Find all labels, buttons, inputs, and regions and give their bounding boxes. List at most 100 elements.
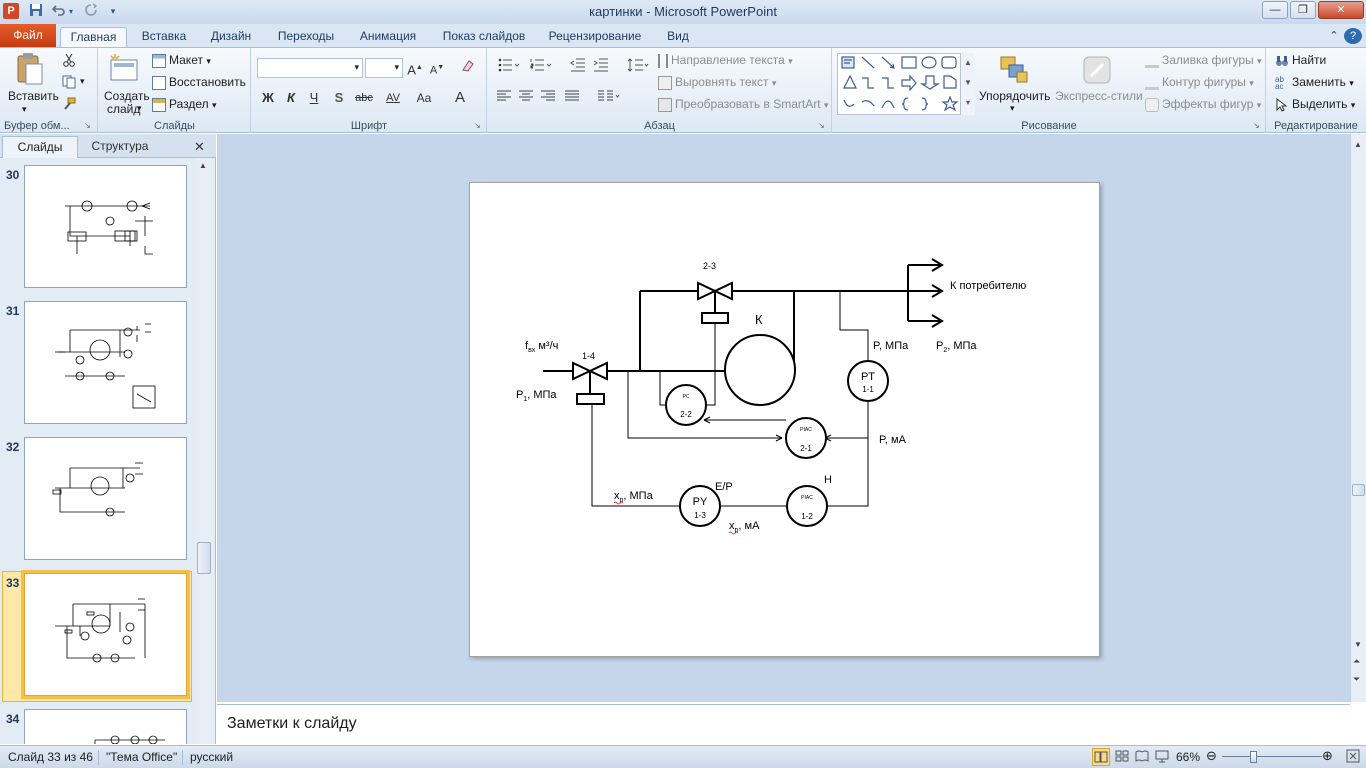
instrument-piac-1-2[interactable]	[786, 485, 828, 527]
slide-thumbnail-31[interactable]	[24, 301, 187, 424]
slides-pane-scrollbar[interactable]: ▲	[196, 158, 213, 744]
zoom-slider-thumb[interactable]	[1250, 751, 1257, 763]
align-text-button[interactable]: Выровнять текст ▾	[658, 75, 776, 90]
arrange-dropdown-icon[interactable]: ▾	[1010, 103, 1015, 113]
change-case-button[interactable]: Aa	[416, 91, 432, 105]
shape-effects-button[interactable]: Эффекты фигур ▾	[1145, 97, 1261, 112]
slides-pane-scroll-thumb[interactable]	[197, 542, 211, 574]
arrange-button[interactable]: Упорядочить	[979, 89, 1051, 103]
maximize-button[interactable]: ❐	[1290, 1, 1316, 19]
decrease-indent-icon[interactable]	[568, 58, 588, 78]
close-window-button[interactable]: ✕	[1318, 1, 1364, 19]
justify-icon[interactable]	[562, 88, 582, 108]
section-button[interactable]: Раздел ▾	[152, 97, 217, 112]
valve-1-4[interactable]	[572, 361, 608, 405]
slide-scroll-thumb[interactable]	[1352, 484, 1365, 496]
close-pane-icon[interactable]: ✕	[194, 139, 205, 154]
slide-thumbnail-30[interactable]	[24, 165, 187, 288]
font-name-combo[interactable]: ▾	[257, 58, 363, 78]
instrument-py-1-3[interactable]	[679, 485, 721, 527]
shapes-gallery-scroll[interactable]: ▲▼▾	[960, 53, 975, 115]
minimize-button[interactable]: —	[1262, 1, 1288, 19]
font-size-combo[interactable]: ▾	[365, 58, 403, 78]
notes-pane[interactable]: Заметки к слайду	[217, 704, 1350, 744]
italic-button[interactable]: К	[287, 90, 295, 105]
tab-home[interactable]: Главная	[60, 27, 127, 47]
grow-font-button[interactable]: A▲	[407, 62, 423, 78]
tab-review[interactable]: Рецензирование	[548, 29, 642, 43]
instrument-pc-2-2[interactable]	[665, 384, 707, 426]
theme-name[interactable]: "Тема Office"	[106, 750, 178, 764]
collapse-ribbon-icon[interactable]: ⌃	[1329, 30, 1339, 42]
new-slide-button-line1[interactable]: Создать	[104, 89, 150, 103]
new-slide-button-line2[interactable]: слайд	[107, 102, 141, 116]
paste-button[interactable]: Вставить	[8, 89, 59, 103]
undo-icon[interactable]	[50, 3, 68, 20]
arrange-icon[interactable]	[997, 54, 1029, 86]
align-center-icon[interactable]	[516, 88, 536, 108]
powerpoint-app-icon[interactable]: P	[3, 3, 19, 19]
bullets-icon[interactable]	[494, 58, 524, 78]
select-button[interactable]: Выделить ▾	[1275, 97, 1355, 112]
paste-dropdown-icon[interactable]: ▾	[22, 104, 27, 114]
columns-icon[interactable]	[594, 88, 624, 108]
scroll-up-icon[interactable]: ▲	[199, 161, 207, 170]
shadow-button[interactable]: S	[334, 90, 344, 105]
pid-diagram[interactable]: 2-3 1-4 К К потребителю fвх м³/ч P1, МПа…	[470, 183, 1101, 658]
shrink-font-button[interactable]: A▼	[429, 64, 445, 77]
paste-icon[interactable]	[14, 52, 46, 85]
slide-sorter-view-icon[interactable]	[1114, 748, 1130, 767]
character-spacing-button[interactable]: AV	[386, 92, 400, 104]
underline-button[interactable]: Ч	[309, 90, 319, 105]
shape-fill-button[interactable]: Заливка фигуры ▾	[1145, 53, 1262, 68]
redo-icon[interactable]	[82, 3, 100, 20]
line-spacing-icon[interactable]	[624, 58, 652, 78]
layout-button[interactable]: Макет ▾	[152, 53, 211, 68]
tab-design[interactable]: Дизайн	[210, 29, 252, 43]
reset-button[interactable]: Восстановить	[152, 75, 246, 90]
clipboard-launcher-icon[interactable]: ↘	[84, 121, 91, 130]
zoom-slider[interactable]	[1222, 756, 1322, 757]
font-color-button[interactable]: A	[454, 89, 465, 106]
quick-styles-button[interactable]: Экспресс-стили	[1055, 89, 1143, 103]
slide-thumbnail-33[interactable]	[21, 570, 190, 699]
new-slide-dropdown-icon[interactable]: ▾	[137, 103, 142, 113]
tab-transitions[interactable]: Переходы	[277, 29, 335, 43]
align-right-icon[interactable]	[538, 88, 558, 108]
tab-file[interactable]: Файл	[0, 24, 56, 47]
notes-placeholder[interactable]: Заметки к слайду	[227, 715, 357, 732]
help-icon[interactable]: ?	[1344, 28, 1362, 44]
text-direction-button[interactable]: Направление текста ▾	[658, 53, 793, 68]
paragraph-launcher-icon[interactable]: ↘	[818, 121, 825, 130]
quick-styles-icon[interactable]	[1081, 54, 1113, 86]
copy-dropdown-icon[interactable]: ▾	[80, 76, 85, 86]
tab-animation[interactable]: Анимация	[359, 29, 417, 43]
cut-icon[interactable]	[62, 53, 76, 70]
current-slide[interactable]: 2-3 1-4 К К потребителю fвх м³/ч P1, МПа…	[469, 182, 1100, 657]
find-button[interactable]: Найти	[1275, 53, 1326, 68]
strikethrough-button[interactable]: abc	[355, 92, 373, 104]
slide-vertical-scrollbar[interactable]: ▲ ▼ ⏶ ⏷	[1350, 134, 1366, 702]
customize-qat-icon[interactable]: ▾	[110, 6, 116, 16]
shape-outline-button[interactable]: Контур фигуры ▾	[1145, 75, 1254, 90]
tab-outline[interactable]: Структура	[91, 139, 149, 153]
tab-view[interactable]: Вид	[667, 29, 689, 43]
slide-thumbnail-32[interactable]	[24, 437, 187, 560]
slideshow-view-icon[interactable]	[1154, 748, 1170, 767]
next-slide-icon[interactable]: ⏷	[1353, 674, 1361, 684]
copy-icon[interactable]	[62, 75, 78, 92]
tab-insert[interactable]: Вставка	[141, 29, 187, 43]
clear-formatting-icon[interactable]	[458, 58, 478, 78]
new-slide-icon[interactable]	[108, 54, 140, 86]
save-icon[interactable]	[27, 3, 45, 20]
tab-slideshow[interactable]: Показ слайдов	[442, 29, 526, 43]
numbering-icon[interactable]	[526, 58, 556, 78]
increase-indent-icon[interactable]	[591, 58, 611, 78]
align-left-icon[interactable]	[494, 88, 514, 108]
slide-thumbnail-34[interactable]	[24, 709, 187, 745]
font-launcher-icon[interactable]: ↘	[474, 121, 481, 130]
instrument-pt-1-1[interactable]	[847, 360, 889, 402]
scroll-down-icon[interactable]: ▼	[1354, 640, 1362, 649]
vessel-k[interactable]	[724, 334, 796, 406]
